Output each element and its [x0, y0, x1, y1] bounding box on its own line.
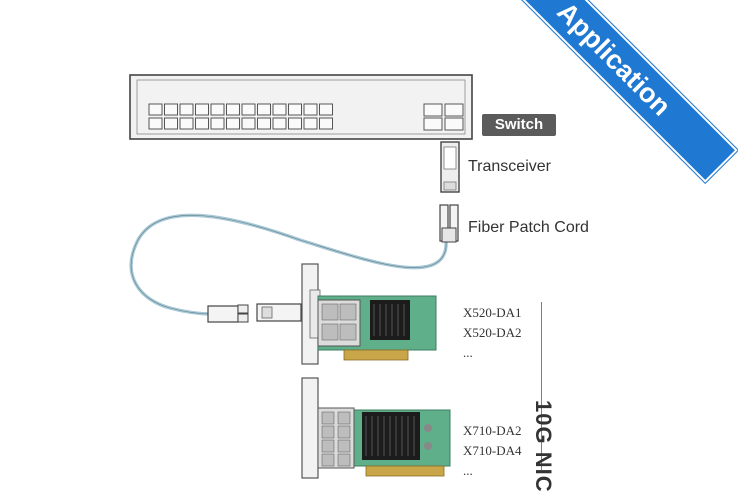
nic2-heatsink-fins [365, 416, 415, 456]
transceiver-module [440, 141, 460, 193]
switch-port [257, 103, 271, 116]
switch-port [179, 103, 194, 116]
switch-port [241, 117, 256, 130]
network-switch [129, 74, 473, 140]
sfp-module-small [256, 303, 302, 322]
switch-port [195, 117, 209, 130]
fiber-patch-cord-label: Fiber Patch Cord [468, 219, 589, 236]
switch-port [319, 117, 333, 130]
nic2-port-cage [321, 411, 351, 467]
switch-port [179, 117, 194, 130]
switch-port-grid [148, 103, 333, 130]
switch-port [241, 103, 256, 116]
nic-model-item: X520-DA1 [463, 305, 522, 320]
switch-port [257, 117, 271, 130]
switch-port [319, 103, 333, 116]
lc-connector-bottom [207, 304, 249, 323]
switch-port [288, 103, 302, 116]
switch-port [164, 103, 178, 116]
nic-card-x520 [301, 263, 437, 365]
switch-port [272, 117, 287, 130]
nic-title: 10G NIC [531, 400, 556, 493]
nic-model-item: X520-DA2 [463, 325, 522, 340]
nic-model-list-1: X520-DA1 X520-DA2 ... [463, 303, 522, 363]
nic-model-item: X710-DA2 [463, 423, 522, 438]
switch-port [272, 103, 287, 116]
lc-connector-top [439, 204, 459, 243]
nic-model-more: ... [463, 463, 473, 478]
uplink-ports [423, 103, 464, 131]
switch-port [210, 103, 225, 116]
switch-label: Switch [482, 114, 556, 136]
switch-port [226, 103, 240, 116]
nic-model-more: ... [463, 345, 473, 360]
nic1-heatsink-fins [373, 304, 405, 336]
switch-port [195, 103, 209, 116]
switch-port [303, 117, 318, 130]
nic-divider-line [541, 302, 542, 470]
transceiver-label: Transceiver [468, 158, 551, 175]
switch-port [210, 117, 225, 130]
switch-port [148, 117, 163, 130]
switch-port [303, 103, 318, 116]
nic-model-list-2: X710-DA2 X710-DA4 ... [463, 421, 522, 481]
switch-port [226, 117, 240, 130]
fiber-patch-cord [129, 204, 459, 323]
nic-model-item: X710-DA4 [463, 443, 522, 458]
nic-card-x710 [301, 377, 451, 479]
switch-port [288, 117, 302, 130]
switch-port [148, 103, 163, 116]
switch-port [164, 117, 178, 130]
